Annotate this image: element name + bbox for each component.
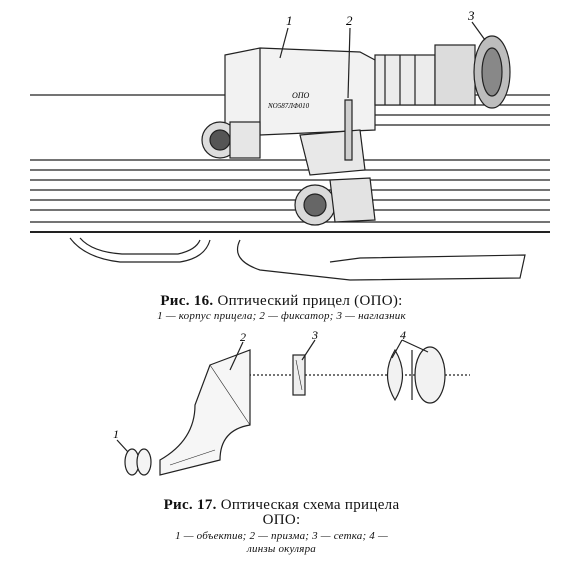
eyepiece-lenses (386, 346, 446, 404)
figure-17-caption: Рис. 17. Оптическая схема прицела (0, 497, 563, 514)
callout-1: 1 (113, 427, 119, 441)
scope-drawing: 1 2 3 ОПО NO587ЛФ010 (30, 8, 550, 281)
callout-2: 2 (240, 330, 246, 344)
callout-3: 3 (467, 8, 475, 23)
optical-scheme-drawing: 1 2 3 4 (113, 328, 470, 476)
figure-17-title-line2: ОПО: (262, 512, 301, 528)
figure-16-illustration: 1 2 3 ОПО NO587ЛФ010 (30, 0, 550, 290)
scope-marking-line1: ОПО (292, 91, 310, 100)
callout-2: 2 (346, 13, 353, 28)
figure-17-label: Рис. 17. (163, 497, 217, 513)
figure-16-legend: 1 — корпус прицела; 2 — фиксатор; 3 — на… (157, 310, 406, 322)
callout-1: 1 (286, 13, 293, 28)
sling (236, 239, 526, 281)
callout-4: 4 (400, 330, 406, 342)
mount-latch (294, 99, 376, 226)
figure-17-caption-line2: ОПО: (0, 512, 563, 529)
callout-3: 3 (311, 330, 318, 342)
prism (159, 349, 251, 476)
figure-16-label: Рис. 16. (160, 293, 214, 309)
trigger-guard (69, 237, 211, 263)
figure-16-title: Оптический прицел (ОПО): (217, 293, 403, 309)
figure-16-caption: Рис. 16. Оптический прицел (ОПО): (0, 293, 563, 310)
objective-lens (201, 121, 261, 159)
figure-17-legend-line2: линзы окуляра (247, 543, 316, 555)
scope-marking-line2: NO587ЛФ010 (267, 102, 310, 110)
figure-17-legend: 1 — объектив; 2 — призма; 3 — сетка; 4 — (175, 530, 388, 542)
eyepiece (434, 35, 511, 109)
figure-17-title: Оптическая схема прицела (220, 497, 400, 513)
figure-17-illustration: 1 2 3 4 (100, 328, 480, 490)
scope-body (224, 47, 436, 136)
